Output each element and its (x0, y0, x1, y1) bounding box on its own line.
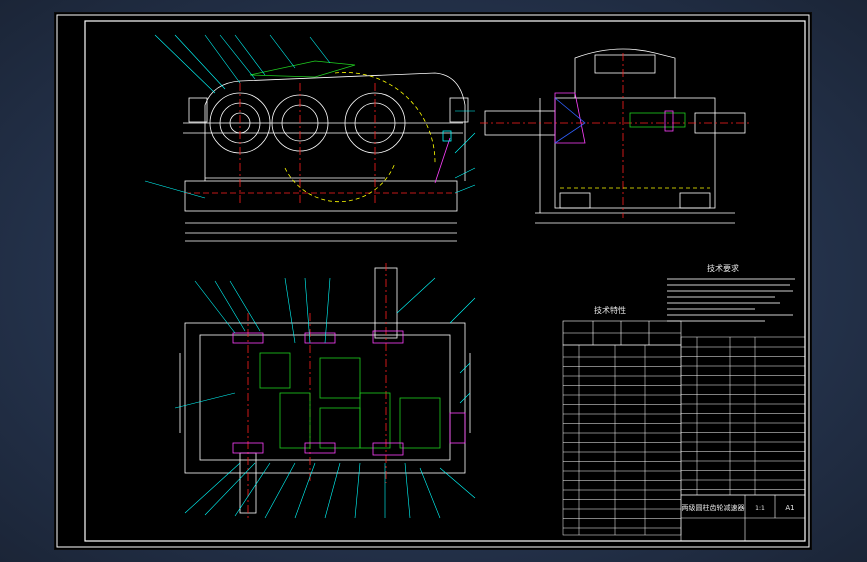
parts-list (562, 336, 806, 536)
inner-frame (84, 20, 806, 542)
side-view[interactable] (480, 48, 750, 224)
title-block: 两级圆柱齿轮减速器 1:1 A1 (680, 494, 806, 542)
tech-specs-title: 技术特性 (594, 305, 626, 315)
drawing-sheet[interactable]: 技术要求 技术特性 (55, 13, 811, 549)
cad-drawing[interactable]: 技术要求 技术特性 (55, 13, 811, 549)
tech-requirements: 技术要求 (667, 263, 795, 322)
title-block-name: 两级圆柱齿轮减速器 (682, 503, 745, 512)
outer-frame (56, 14, 810, 548)
plan-view[interactable] (174, 263, 476, 519)
tech-requirements-title: 技术要求 (707, 263, 739, 273)
title-block-scale: 1:1 (755, 505, 765, 512)
tech-specs-table: 技术特性 (562, 305, 682, 346)
title-block-sheet-size: A1 (785, 504, 794, 512)
front-view[interactable] (144, 34, 476, 242)
